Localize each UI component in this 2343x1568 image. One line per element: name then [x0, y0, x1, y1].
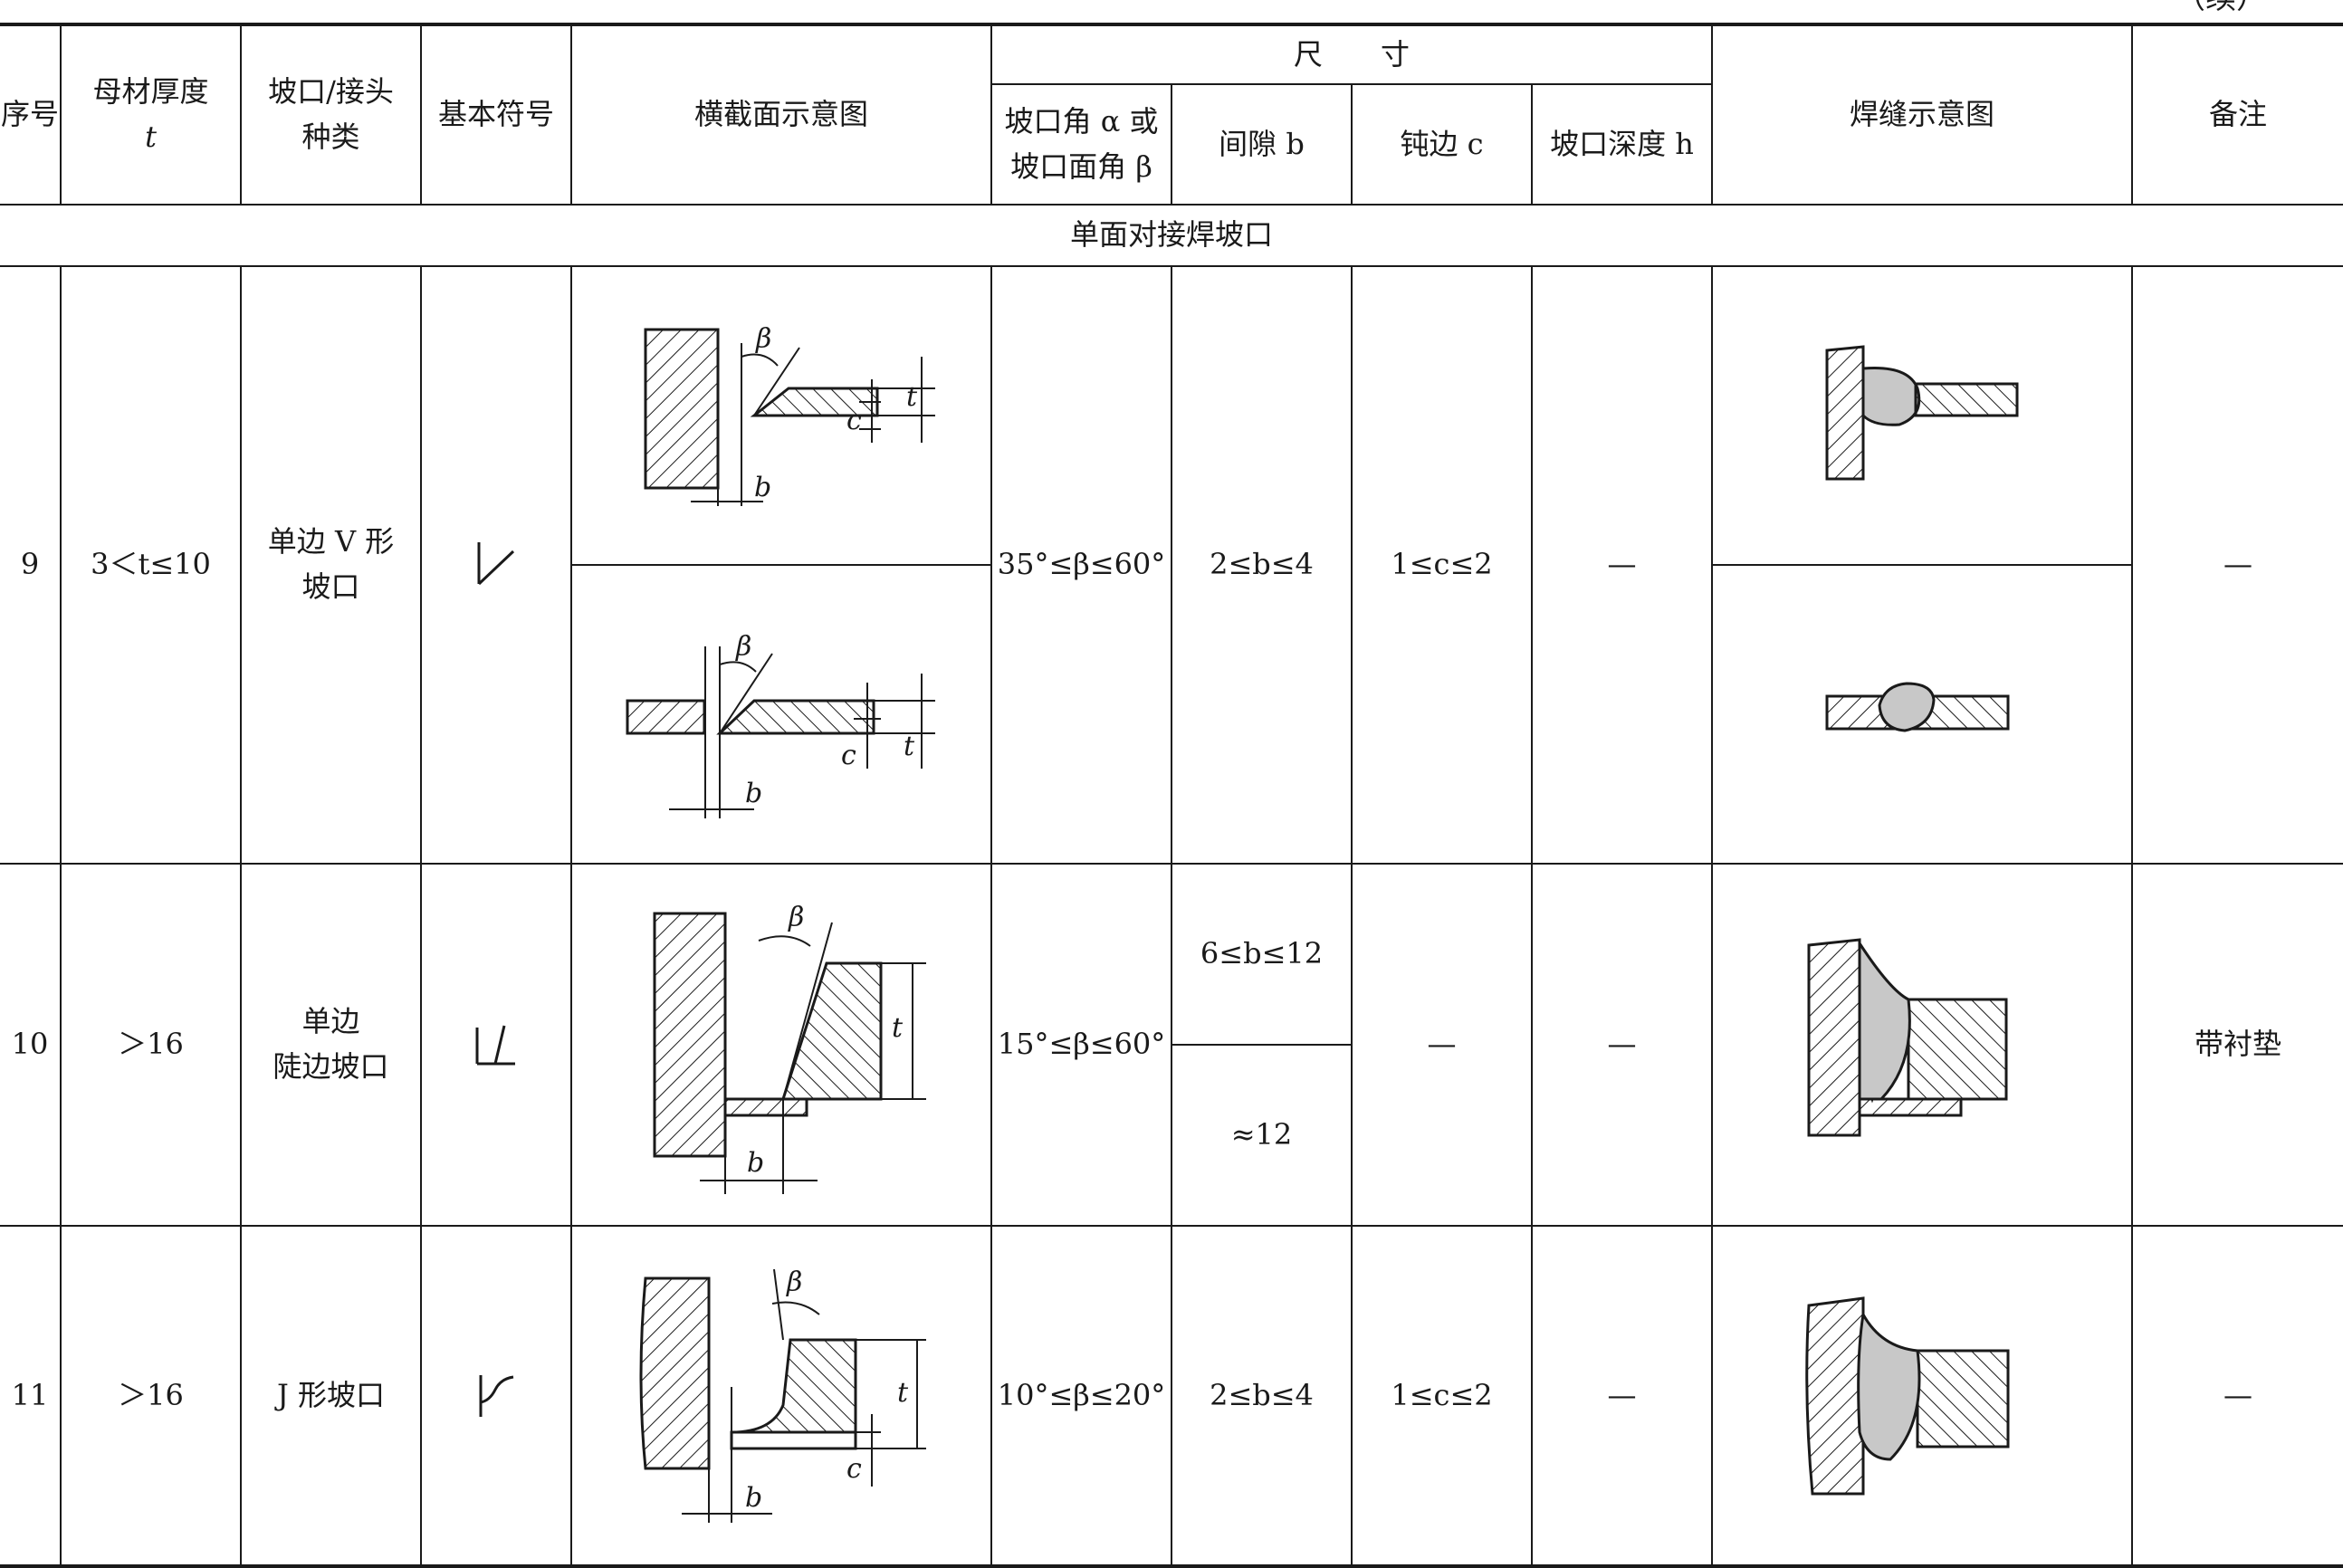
header-depth: 坡口深度 h — [1530, 83, 1713, 206]
cell-root-face: — — [1351, 863, 1533, 1227]
header-angle: 坡口角 α 或 坡口面角 β — [991, 83, 1172, 206]
weld-diagram-single-v-butt — [1711, 564, 2133, 865]
label-t: t — [897, 1377, 909, 1409]
header-seq: 序号 — [0, 24, 62, 206]
cell-gap: 2≤b≤4 — [1171, 265, 1353, 865]
label-b: b — [745, 1482, 762, 1514]
cell-gap-option-a: 6≤b≤12 — [1171, 863, 1353, 1046]
cell-depth: — — [1530, 863, 1714, 1227]
label-t: t — [904, 731, 915, 762]
continuation-mark: （续） — [2175, 0, 2267, 17]
table-row: 10 ＞16 单边 陡边坡口 β — [0, 863, 2343, 1227]
header-basic-symbol: 基本符号 — [420, 24, 572, 206]
weld-diagram-steep-flank — [1711, 863, 2134, 1227]
label-t: t — [906, 381, 918, 413]
label-beta: β — [735, 631, 751, 663]
label-c: c — [846, 405, 862, 436]
table-row: ≈12 — [0, 1044, 2343, 1227]
label-beta: β — [786, 1267, 802, 1298]
cell-remark: — — [2131, 1225, 2343, 1567]
header-weld-diagram: 焊缝示意图 — [1711, 24, 2134, 206]
label-b: b — [754, 472, 771, 503]
symbol-steep-flank — [420, 863, 572, 1227]
cell-angle: 10°≤β≤20° — [990, 1225, 1172, 1567]
cell-thickness: ＞16 — [60, 863, 242, 1227]
table-row: β c t b — [0, 564, 2343, 865]
label-beta: β — [755, 323, 771, 355]
label-b: b — [745, 778, 762, 809]
table-row: 9 3＜t≤10 单边 V 形 坡口 β — [0, 265, 2343, 865]
section-diagram-single-v-butt: β c t b — [571, 564, 992, 865]
cell-seq: 9 — [0, 265, 62, 865]
cell-depth: — — [1530, 265, 1714, 865]
cell-root-face: 1≤c≤2 — [1351, 265, 1533, 865]
label-beta: β — [788, 902, 804, 933]
section-diagram-single-v-corner: β c t b — [570, 265, 992, 566]
header-thickness: 母材厚度 t — [60, 24, 242, 206]
cell-groove-type: 单边 V 形 坡口 — [240, 265, 422, 865]
cell-remark: 带衬垫 — [2131, 863, 2343, 1227]
header-groove-type: 坡口/接头 种类 — [240, 24, 422, 206]
symbol-j-groove — [420, 1225, 572, 1567]
header-dimensions: 尺 寸 — [990, 24, 1714, 85]
header-gap: 间隙 b — [1171, 83, 1353, 206]
weld-groove-table: 序号 母材厚度 t 坡口/接头 种类 基本符号 横截面示意图 尺 寸 焊缝示意图… — [0, 23, 2343, 1568]
cell-thickness: ＞16 — [60, 1225, 242, 1567]
section-diagram-steep-flank: β t b — [570, 863, 992, 1227]
symbol-single-v — [420, 265, 572, 865]
label-c: c — [841, 740, 856, 771]
cell-angle: 35°≤β≤60° — [990, 265, 1172, 865]
label-b: b — [747, 1147, 764, 1179]
cell-depth: — — [1530, 1225, 1714, 1567]
label-t: t — [892, 1012, 904, 1044]
cell-seq: 11 — [0, 1225, 62, 1567]
section-diagram-j-groove: β t c b — [570, 1225, 992, 1567]
cell-gap-option-b: ≈12 — [1172, 1044, 1352, 1227]
section-title: 单面对接焊坡口 — [0, 204, 2343, 267]
header-section-diagram: 横截面示意图 — [570, 24, 992, 206]
cell-seq: 10 — [0, 863, 62, 1227]
table-row: 11 ＞16 J 形坡口 β — [0, 1225, 2343, 1567]
cell-gap: 2≤b≤4 — [1171, 1225, 1353, 1567]
cell-groove-type: J 形坡口 — [240, 1225, 422, 1567]
header-remark: 备注 — [2131, 24, 2343, 206]
weld-diagram-j-groove — [1711, 1225, 2134, 1567]
header-root-face: 钝边 c — [1351, 83, 1533, 206]
cell-groove-type: 单边 陡边坡口 — [240, 863, 422, 1227]
cell-angle: 15°≤β≤60° — [990, 863, 1172, 1227]
cell-thickness: 3＜t≤10 — [60, 265, 242, 865]
cell-remark: — — [2131, 265, 2343, 865]
weld-diagram-single-v-corner — [1711, 265, 2134, 566]
cell-root-face: 1≤c≤2 — [1351, 1225, 1533, 1567]
label-c: c — [846, 1453, 862, 1485]
